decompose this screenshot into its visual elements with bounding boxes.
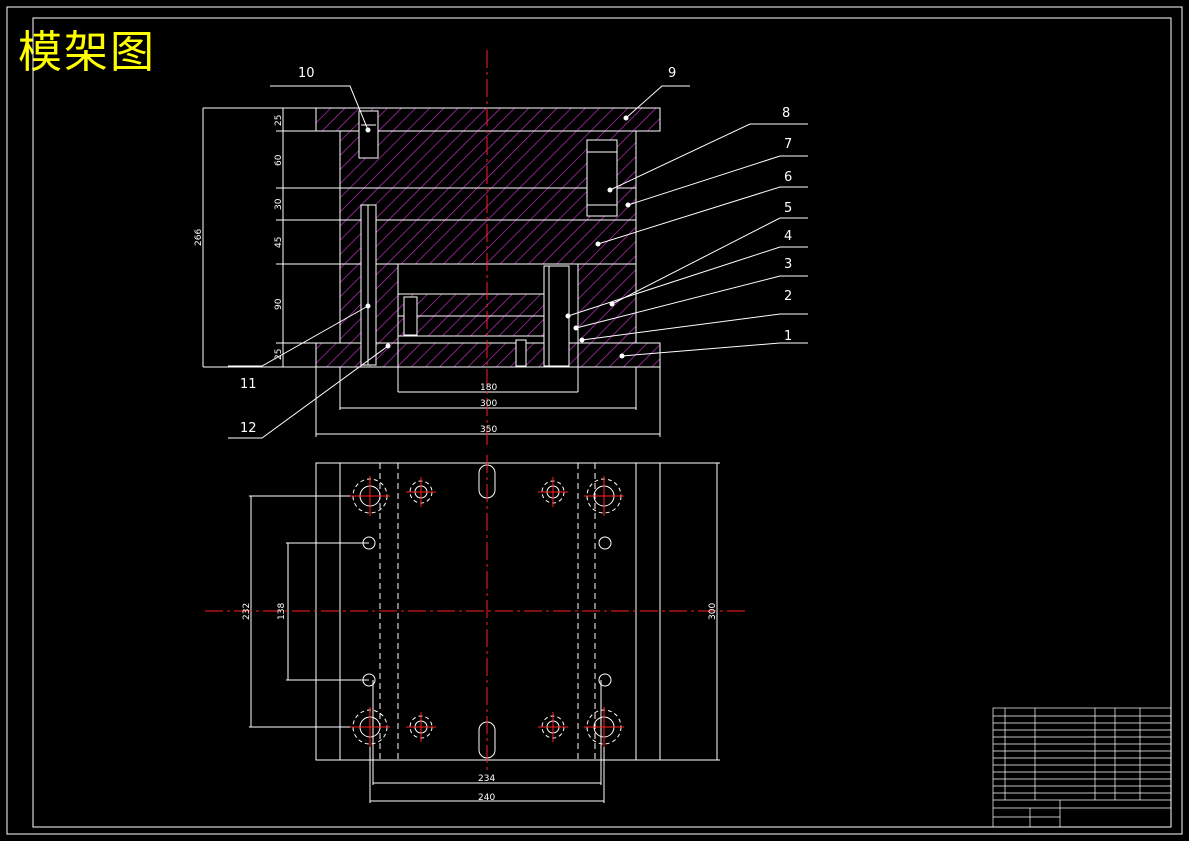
plan-view [249, 462, 720, 803]
callout-labels: 1 2 3 4 5 6 7 8 9 10 11 12 [240, 66, 792, 436]
dim-plan-300: 300 [708, 603, 718, 620]
dim-plan-234: 234 [478, 774, 495, 784]
dim-seg-1: 25 [274, 115, 284, 126]
callout-1: 1 [784, 329, 792, 344]
dim-seg-4: 45 [274, 237, 284, 248]
dim-bottom-180: 180 [480, 383, 497, 393]
dim-plan-240: 240 [478, 793, 495, 803]
dim-seg-2: 60 [274, 154, 284, 166]
callout-8: 8 [782, 106, 790, 121]
dim-plan-232: 232 [242, 603, 252, 620]
drawing-frame [32, 17, 1172, 828]
dim-bottom-350: 350 [480, 425, 497, 435]
dim-seg-3: 30 [274, 198, 284, 210]
guide-bushing-8 [586, 139, 618, 217]
dim-bottom-300: 300 [480, 399, 497, 409]
callout-4: 4 [784, 229, 792, 244]
plan-centerlines [205, 455, 745, 770]
leader-lines [228, 85, 808, 439]
dim-seg-5: 90 [274, 298, 284, 310]
dim-plan-138: 138 [277, 603, 287, 620]
drawing-title: 模架图 [18, 27, 156, 78]
sheet-border [6, 6, 1183, 835]
reset-pin-5 [543, 265, 570, 367]
dim-total-height: 266 [194, 229, 204, 246]
callout-11: 11 [240, 377, 257, 392]
callout-2: 2 [784, 289, 792, 304]
ejector-plate [397, 315, 545, 337]
parts-list-table [992, 707, 1172, 828]
callout-7: 7 [784, 137, 792, 152]
ejector-retainer-plate [397, 293, 545, 317]
callout-12: 12 [240, 421, 257, 436]
callout-6: 6 [784, 170, 792, 185]
support-plate [339, 219, 637, 265]
callout-9: 9 [668, 66, 676, 81]
callout-3: 3 [784, 257, 792, 272]
screw-10 [358, 110, 379, 159]
callout-10: 10 [298, 66, 315, 81]
ejector-screw [403, 296, 418, 336]
elevation-view [202, 107, 661, 437]
callout-5: 5 [784, 201, 792, 216]
dim-seg-6: 25 [274, 349, 284, 360]
